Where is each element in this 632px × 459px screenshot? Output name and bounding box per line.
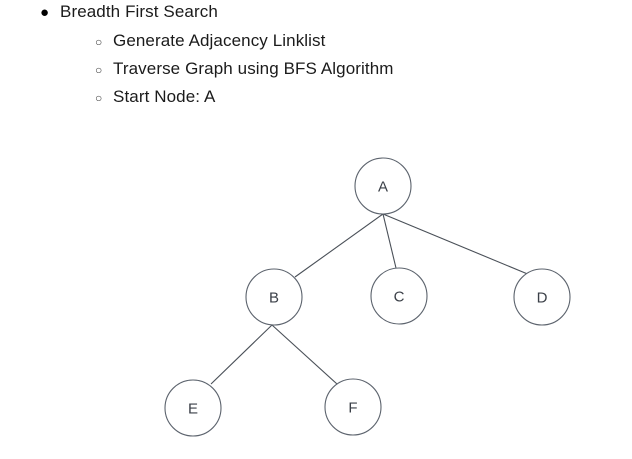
circle-bullet-icon: ○ — [95, 91, 103, 105]
graph-node-circle — [354, 157, 412, 215]
graph-node-b[interactable]: B — [245, 268, 303, 326]
graph-node-label: F — [348, 400, 357, 417]
graph-diagram: A B C D E F — [0, 130, 632, 459]
bullet-text: Breadth First Search — [60, 2, 218, 21]
graph-node-circle — [370, 267, 428, 325]
disc-bullet-icon: ● — [40, 4, 50, 21]
bullet-item: ○ Traverse Graph using BFS Algorithm — [0, 57, 632, 85]
graph-edge-a-c — [382, 213, 397, 269]
bullet-text: Start Node: A — [113, 87, 216, 106]
graph-node-label: A — [378, 179, 388, 196]
graph-node-label: D — [537, 290, 548, 307]
bullet-text: Traverse Graph using BFS Algorithm — [113, 59, 394, 78]
bullet-text: Generate Adjacency Linklist — [113, 31, 326, 50]
graph-node-circle — [164, 379, 222, 437]
graph-node-c[interactable]: C — [370, 267, 428, 325]
graph-node-e[interactable]: E — [164, 379, 222, 437]
bullet-item: ○ Generate Adjacency Linklist — [0, 29, 632, 57]
graph-node-circle — [513, 268, 571, 326]
graph-node-d[interactable]: D — [513, 268, 571, 326]
graph-node-label: C — [394, 289, 405, 306]
bullet-item: ● Breadth First Search — [0, 0, 632, 29]
edge-layer — [210, 213, 531, 385]
bullet-item: ○ Start Node: A — [0, 85, 632, 113]
graph-node-label: E — [188, 401, 198, 418]
graph-node-a[interactable]: A — [354, 157, 412, 215]
graph-edge-a-b — [294, 213, 384, 278]
graph-node-label: B — [269, 290, 279, 307]
graph-svg: A B C D E F — [164, 157, 571, 437]
graph-node-f[interactable]: F — [324, 378, 382, 436]
node-layer: A B C D E F — [164, 157, 571, 437]
graph-node-circle — [245, 268, 303, 326]
graph-node-circle — [324, 378, 382, 436]
circle-bullet-icon: ○ — [95, 63, 103, 77]
circle-bullet-icon: ○ — [95, 35, 103, 49]
graph-edge-b-f — [271, 324, 338, 385]
bullet-list: ● Breadth First Search ○ Generate Adjacency… — [0, 0, 632, 113]
graph-edge-b-e — [210, 324, 273, 385]
graph-edge-a-d — [382, 213, 531, 276]
